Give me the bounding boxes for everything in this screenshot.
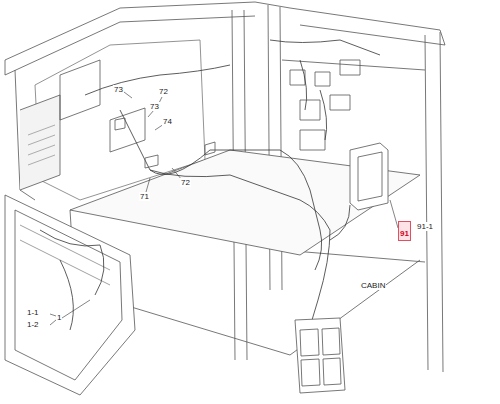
- callout-number: 1-1: [26, 308, 40, 317]
- callout-number: 71: [139, 192, 150, 201]
- callout-number: 1: [56, 313, 62, 322]
- callout-number: 91-1: [416, 222, 434, 231]
- callout-number: 72: [158, 87, 169, 96]
- callout-number: 73: [149, 102, 160, 111]
- callout-number: 72: [180, 178, 191, 187]
- callout-number: 73: [113, 85, 124, 94]
- callout-number: 74: [162, 117, 173, 126]
- callout-number: 1-2: [26, 320, 40, 329]
- highlight-box: 91: [398, 221, 411, 241]
- callout-number: 91: [400, 229, 409, 238]
- area-label: CABIN: [360, 281, 386, 290]
